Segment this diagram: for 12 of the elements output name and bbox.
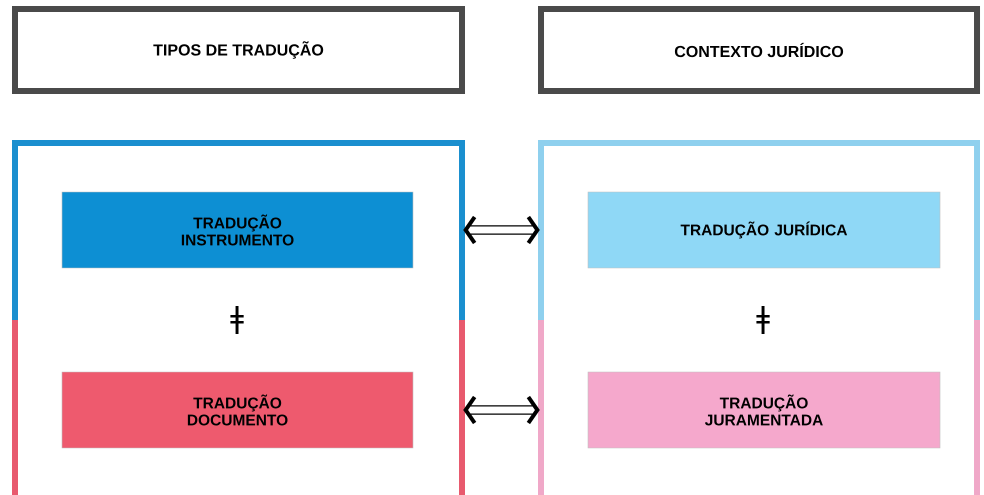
process-box: TRADUÇÃO JURAMENTADA — [588, 372, 940, 448]
title-box: CONTEXTO JURÍDICO — [538, 6, 980, 94]
process-box: TRADUÇÃO INSTRUMENTO — [62, 192, 414, 268]
title-box: TIPOS DE TRADUÇÃO — [12, 6, 465, 94]
process-box: TRADUÇÃO DOCUMENTO — [62, 372, 414, 448]
double-arrow — [463, 216, 540, 244]
double-arrow — [463, 396, 540, 424]
panel — [12, 140, 465, 495]
not-equal-sign: ǂ — [230, 306, 244, 334]
process-box: TRADUÇÃO JURÍDICA — [588, 192, 940, 268]
not-equal-sign: ǂ — [756, 306, 770, 334]
panel — [538, 140, 980, 495]
